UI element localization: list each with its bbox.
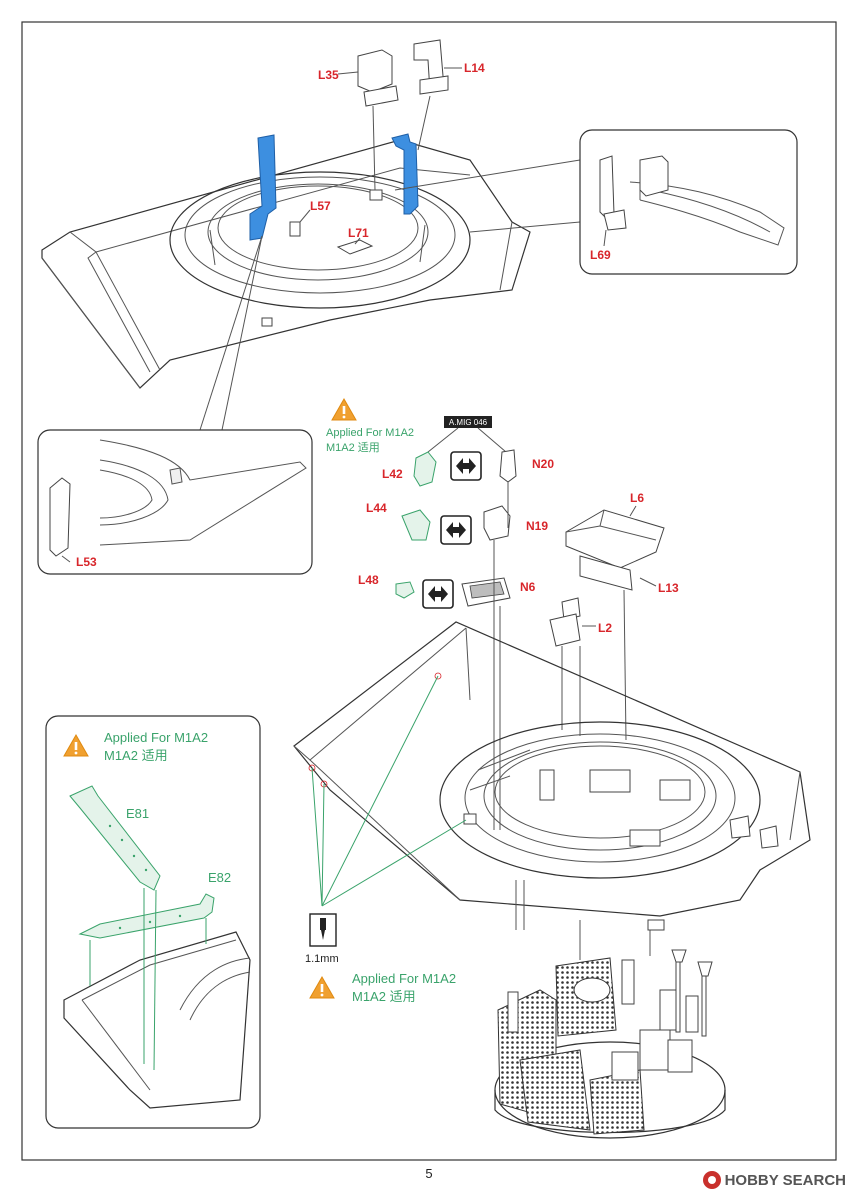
paint-tag: A.MIG 046	[449, 418, 488, 427]
warning-triangle-icon	[309, 976, 335, 999]
label-l48: L48	[358, 573, 379, 587]
label-l69: L69	[590, 248, 611, 262]
label-l14: L14	[464, 61, 485, 75]
swap-arrows-icon	[440, 515, 472, 545]
label-e82: E82	[208, 870, 231, 885]
label-l35: L35	[318, 68, 339, 82]
label-n19: N19	[526, 519, 548, 533]
label-l13: L13	[658, 581, 679, 595]
label-l6: L6	[630, 491, 644, 505]
main-hull-assembly	[293, 621, 811, 930]
applied-note-3-line2: M1A2 适用	[352, 989, 416, 1004]
turret-basket	[494, 919, 726, 1139]
label-e81: E81	[126, 806, 149, 821]
detail-box-right: L69	[579, 129, 798, 275]
label-n6: N6	[520, 580, 536, 594]
applied-note-1-line1: Applied For M1A2	[326, 427, 414, 439]
blue-part-left	[249, 134, 277, 241]
parts-group: A.MIG 046 L42 N20 L44 N19 L48 N6 L6 L13	[358, 416, 679, 830]
inset-m1a2: Applied For M1A2 M1A2 适用 E81 E82	[45, 715, 261, 1129]
page-border	[21, 21, 837, 1161]
label-l71: L71	[348, 226, 369, 240]
label-n20: N20	[532, 457, 554, 471]
drill-size: 1.1mm	[305, 953, 339, 965]
drill-callout: 1.1mm	[305, 913, 339, 965]
swap-arrows-icon	[422, 579, 454, 609]
page-number: 5	[425, 1166, 433, 1181]
applied-note-1-line2: M1A2 适用	[326, 441, 380, 454]
label-l57: L57	[310, 199, 331, 213]
applied-note-3-line1: Applied For M1A2	[352, 971, 456, 986]
label-l2: L2	[598, 621, 612, 635]
applied-note-2-line2: M1A2 适用	[104, 748, 168, 763]
swap-arrows-icon	[450, 451, 482, 481]
drill-bit-icon	[320, 918, 326, 930]
applied-note-3: Applied For M1A2 M1A2 适用	[309, 971, 456, 1004]
watermark-text: HOBBY SEARCH	[724, 1171, 846, 1189]
top-hull-assembly: L35 L14 L57 L71	[41, 39, 581, 431]
applied-note-2-line1: Applied For M1A2	[104, 730, 208, 745]
warning-triangle-icon	[331, 398, 357, 421]
label-l42: L42	[382, 467, 403, 481]
label-l53: L53	[76, 555, 97, 569]
label-l44: L44	[366, 501, 387, 515]
hobby-search-logo-icon	[702, 1171, 721, 1189]
applied-note-1: Applied For M1A2 M1A2 适用	[326, 398, 414, 454]
blue-part-right	[391, 133, 419, 215]
watermark: HOBBY SEARCH	[702, 1171, 846, 1189]
detail-box-left: L53	[37, 429, 313, 575]
